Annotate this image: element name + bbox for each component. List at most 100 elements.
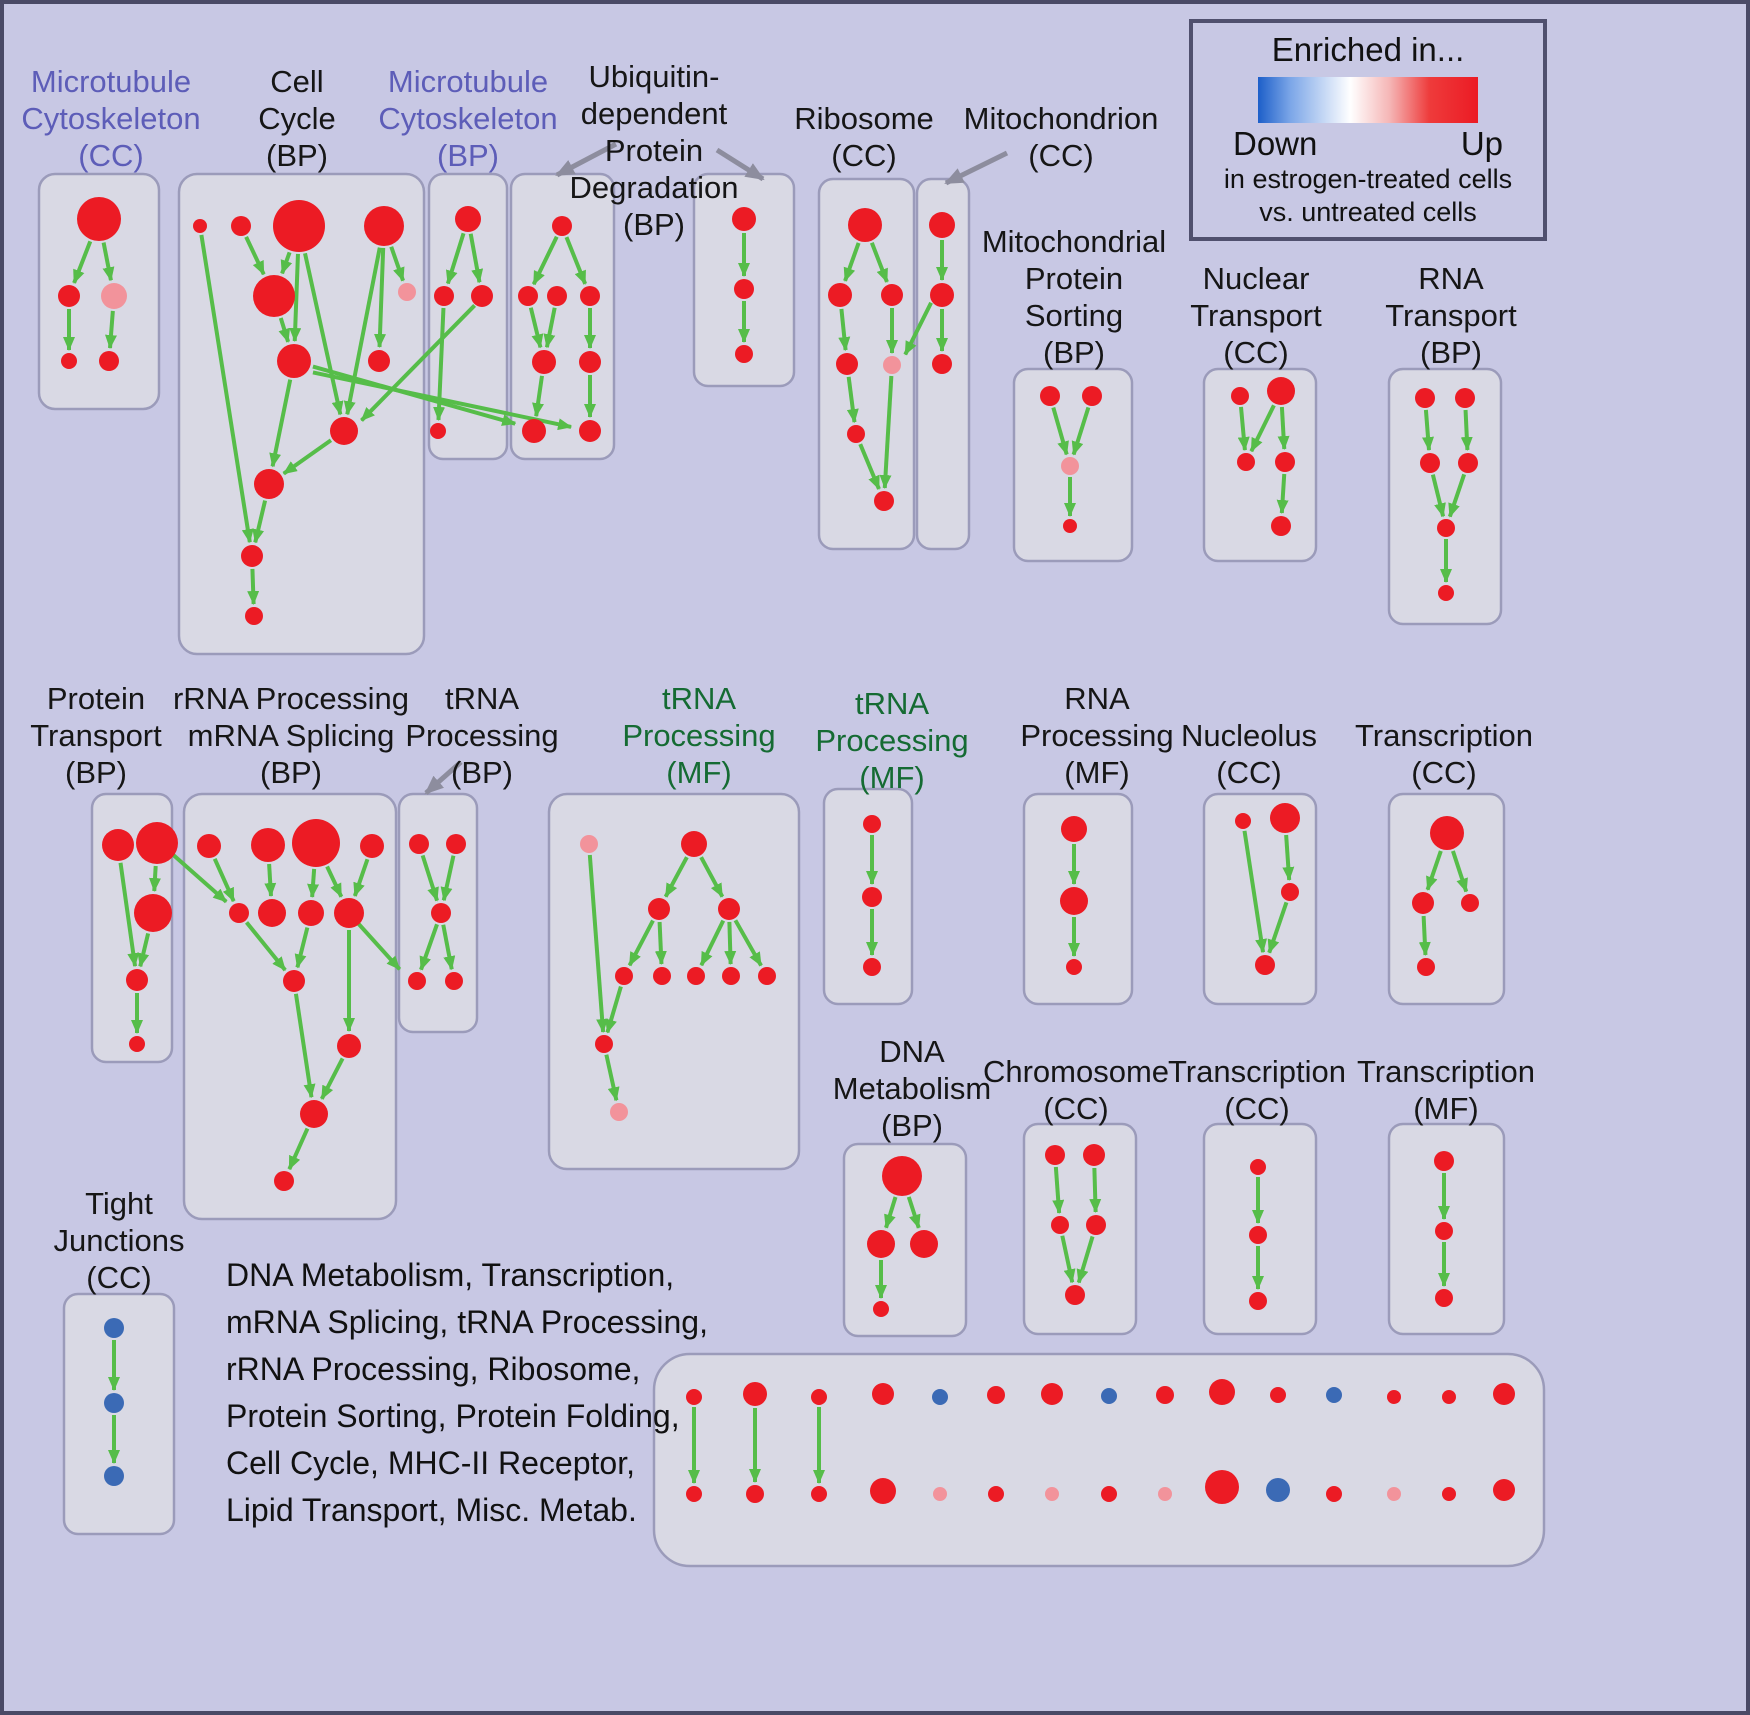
go-term-node (681, 831, 707, 857)
go-term-node (988, 1486, 1004, 1502)
cluster-box-dna-metabolism-bp (842, 1142, 968, 1338)
go-term-node (398, 283, 416, 301)
go-term-node (445, 972, 463, 990)
go-term-node (1041, 1383, 1063, 1405)
go-term-node (987, 1386, 1005, 1404)
go-term-node (197, 834, 221, 858)
go-term-node (1461, 894, 1479, 912)
go-term-node (848, 208, 882, 242)
edge-arrow (303, 252, 344, 416)
edge-arrow (1418, 915, 1431, 957)
go-term-node (330, 417, 358, 445)
go-term-node (104, 1318, 124, 1338)
go-term-node (1083, 1144, 1105, 1166)
go-term-node (734, 279, 754, 299)
go-term-node (1326, 1387, 1342, 1403)
go-term-node (292, 819, 340, 867)
misc-category-line: rRNA Processing, Ribosome, (226, 1351, 641, 1387)
go-term-node (1442, 1487, 1456, 1501)
go-term-node (932, 354, 952, 374)
go-term-node (1266, 1478, 1290, 1502)
go-term-node (1420, 453, 1440, 473)
go-term-node (732, 207, 756, 231)
edge-arrow (531, 235, 559, 286)
cluster-box-rrna-processing-mrna-splicing-bp (182, 792, 398, 1221)
go-term-node (430, 423, 446, 439)
go-term-node (258, 899, 286, 927)
edge-arrow (244, 236, 266, 276)
go-term-node (446, 834, 466, 854)
legend: Enriched in... Down Up in estrogen-treat… (1189, 19, 1547, 241)
edge-arrow (587, 854, 609, 1034)
go-term-node (434, 286, 454, 306)
edge-arrow (287, 1127, 310, 1171)
edge-arrow (699, 856, 725, 898)
go-term-node (431, 903, 451, 923)
go-term-node (882, 1156, 922, 1196)
go-term-node (104, 1393, 124, 1413)
edge-arrow (294, 927, 310, 969)
edge-arrow (532, 375, 544, 418)
edge-arrow (389, 246, 405, 282)
misc-category-line: Lipid Transport, Misc. Metab. (226, 1492, 637, 1528)
go-term-node (615, 967, 633, 985)
go-term-node (746, 1485, 764, 1503)
edge-arrow (264, 863, 277, 898)
edge-arrow (289, 253, 302, 343)
edge-arrow (884, 1196, 898, 1229)
edge-arrow (1422, 409, 1434, 452)
edge-arrow (528, 307, 544, 349)
go-term-node (532, 350, 556, 374)
go-term-node (863, 815, 881, 833)
go-term-node (1415, 388, 1435, 408)
go-term-node (579, 420, 601, 442)
go-term-node (408, 972, 426, 990)
edge-arrow (1242, 830, 1268, 954)
go-term-node (134, 894, 172, 932)
go-term-node (1101, 1388, 1117, 1404)
edge-arrow (293, 993, 316, 1099)
go-term-node (300, 1100, 328, 1128)
go-term-node (253, 275, 295, 317)
go-term-node (241, 545, 263, 567)
edge-arrow (1277, 406, 1290, 451)
go-term-node (1281, 883, 1299, 901)
edge-arrow (843, 242, 861, 282)
go-term-node (932, 1389, 948, 1405)
go-term-node (1417, 958, 1435, 976)
edge-arrow (252, 500, 268, 544)
go-term-node (828, 283, 852, 307)
cluster-box-nuclear-transport-cc (1202, 367, 1318, 563)
legend-subtitle-line2: vs. untreated cells (1259, 197, 1477, 227)
edge-arrow (699, 919, 726, 967)
go-term-node (273, 200, 325, 252)
go-term-node (1270, 1387, 1286, 1403)
go-term-node (1437, 519, 1455, 537)
go-term-node (298, 900, 324, 926)
go-term-node (580, 286, 600, 306)
cluster-box-transcription-cc-upper (1387, 792, 1506, 1006)
edge-arrow (278, 317, 291, 343)
misc-category-line: Protein Sorting, Protein Folding, (226, 1398, 680, 1434)
go-term-node (758, 967, 776, 985)
go-term-node (687, 967, 705, 985)
label-pointer-arrow (715, 147, 765, 182)
go-term-node (245, 607, 263, 625)
go-term-node (1209, 1379, 1235, 1405)
go-term-node (522, 419, 546, 443)
go-term-node (1387, 1390, 1401, 1404)
go-term-node (686, 1486, 702, 1502)
legend-subtitle-line1: in estrogen-treated cells (1223, 164, 1513, 194)
edge-arrow (1447, 473, 1467, 518)
go-term-node (1455, 388, 1475, 408)
edge-arrow (1451, 850, 1469, 893)
cluster-box-mixed-categories (652, 1352, 1546, 1568)
go-term-node (743, 1382, 767, 1406)
go-term-node (1066, 959, 1082, 975)
go-term-node (1061, 816, 1087, 842)
legend-title: Enriched in... (1271, 31, 1465, 68)
